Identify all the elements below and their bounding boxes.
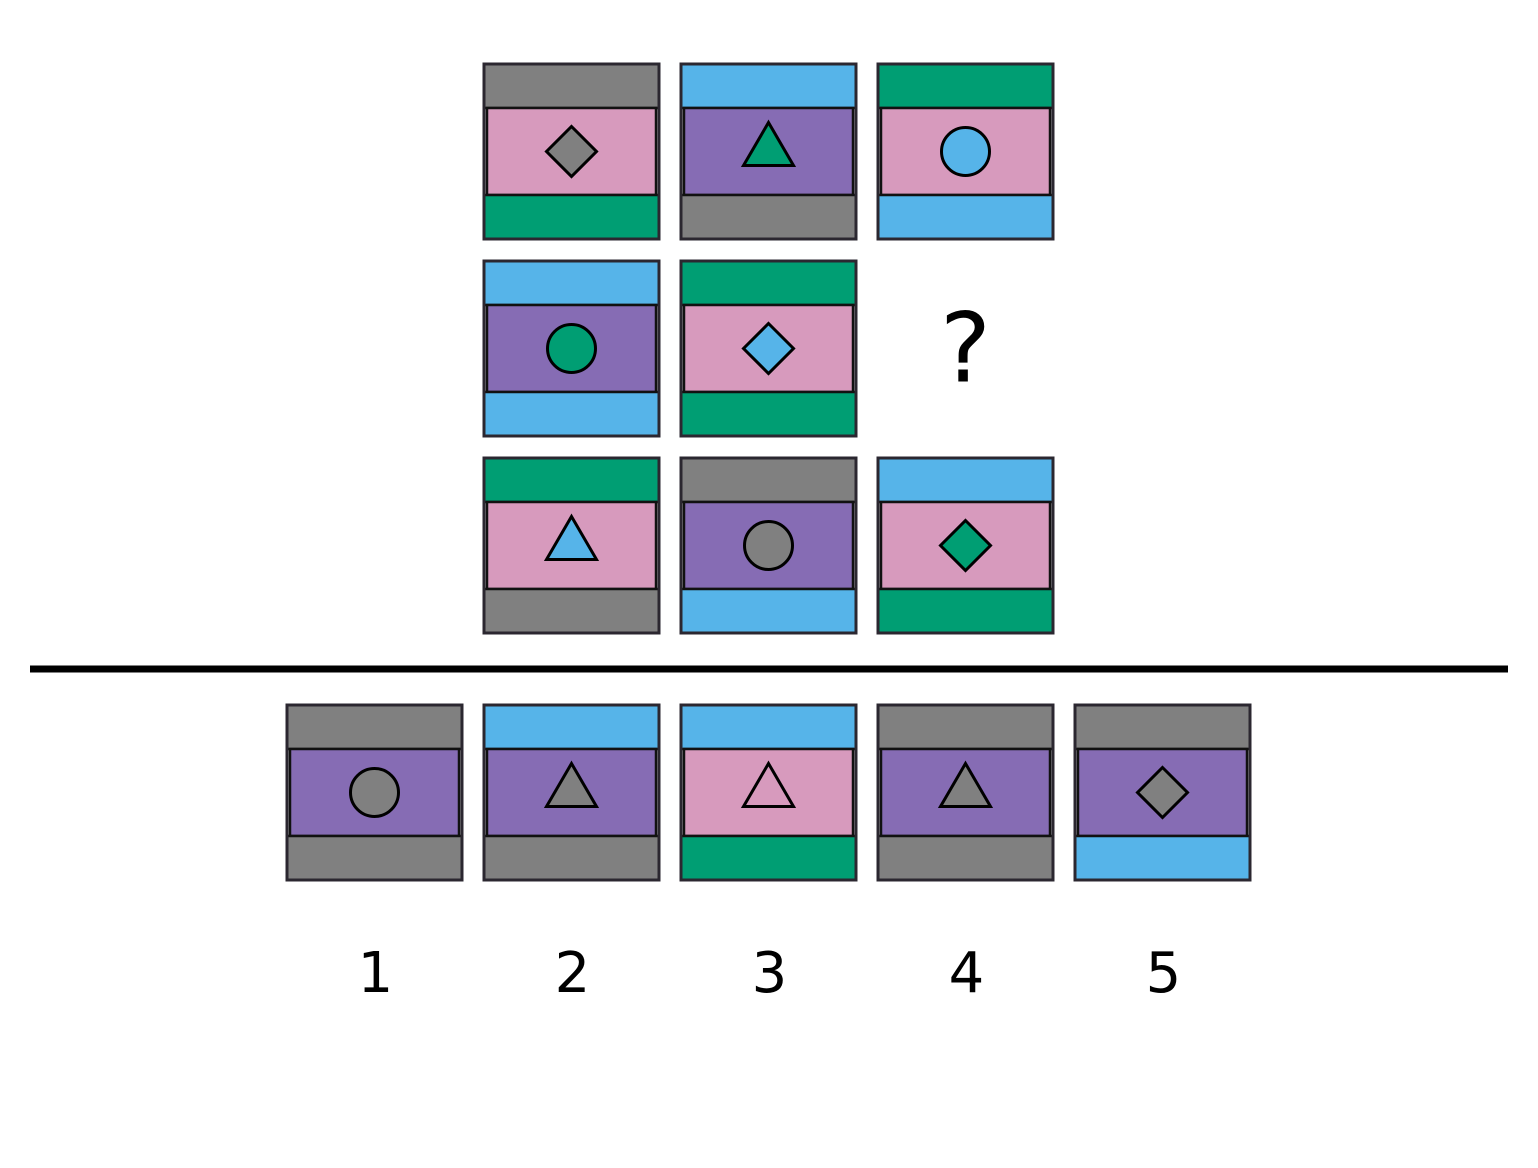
top-band <box>285 703 464 751</box>
answer-option-label-4: 4 <box>949 941 985 1006</box>
matrix-tile-r3-c2 <box>679 456 858 635</box>
bottom-band <box>285 834 464 882</box>
diamond-icon <box>544 124 599 179</box>
bottom-band <box>482 390 661 438</box>
top-band <box>876 703 1055 751</box>
bottom-band <box>1073 834 1252 882</box>
top-band <box>876 62 1055 110</box>
top-band <box>482 703 661 751</box>
bottom-band <box>482 587 661 635</box>
tile-frame <box>482 62 661 241</box>
answer-option-3[interactable] <box>679 703 858 882</box>
diamond-icon <box>741 321 796 376</box>
answer-option-5[interactable] <box>1073 703 1252 882</box>
tile-frame <box>679 259 858 438</box>
circle-icon <box>546 323 597 374</box>
matrix-tile-r3-c1 <box>482 456 661 635</box>
bottom-band <box>679 390 858 438</box>
matrix-tile-r1-c2 <box>679 62 858 241</box>
tile-frame <box>1073 703 1252 882</box>
tile-frame <box>482 259 661 438</box>
top-band <box>1073 703 1252 751</box>
tile-frame <box>876 456 1055 635</box>
circle-icon <box>349 767 400 818</box>
tile-frame <box>679 703 858 882</box>
matrix-tile-r1-c3 <box>876 62 1055 241</box>
triangle-icon <box>543 760 600 808</box>
tile-frame <box>482 456 661 635</box>
top-band <box>679 259 858 307</box>
top-band <box>679 703 858 751</box>
top-band <box>482 62 661 110</box>
tile-frame <box>679 62 858 241</box>
tile-frame <box>482 703 661 882</box>
top-band <box>876 456 1055 504</box>
bottom-band <box>482 193 661 241</box>
answer-options: 1 2 3 4 5 <box>285 703 1252 1006</box>
circle-icon <box>940 126 991 177</box>
bottom-band <box>679 587 858 635</box>
answer-option-4[interactable] <box>876 703 1055 882</box>
tile-frame <box>876 703 1055 882</box>
bottom-band <box>482 834 661 882</box>
bottom-band <box>679 834 858 882</box>
bottom-band <box>876 834 1055 882</box>
top-band <box>679 456 858 504</box>
triangle-icon <box>740 760 797 808</box>
triangle-icon <box>937 760 994 808</box>
answer-option-label-3: 3 <box>752 941 788 1006</box>
matrix-tile-r1-c1 <box>482 62 661 241</box>
missing-tile-question-mark: ? <box>940 293 991 405</box>
answer-option-2[interactable] <box>482 703 661 882</box>
matrix-tile-r2-c2 <box>679 259 858 438</box>
matrix-tile-r3-c3 <box>876 456 1055 635</box>
answer-option-label-5: 5 <box>1146 941 1182 1006</box>
bottom-band <box>876 193 1055 241</box>
diamond-icon <box>1135 765 1190 820</box>
circle-icon <box>743 520 794 571</box>
bottom-band <box>679 193 858 241</box>
triangle-icon <box>543 513 600 561</box>
top-band <box>482 259 661 307</box>
answer-option-label-2: 2 <box>555 941 591 1006</box>
answer-option-label-1: 1 <box>358 941 394 1006</box>
matrix-tile-r2-c1 <box>482 259 661 438</box>
matrix-grid: ? <box>482 62 1055 635</box>
tile-frame <box>285 703 464 882</box>
tile-frame <box>876 62 1055 241</box>
triangle-icon <box>740 119 797 167</box>
answer-option-1[interactable] <box>285 703 464 882</box>
bottom-band <box>876 587 1055 635</box>
tile-frame <box>679 456 858 635</box>
top-band <box>482 456 661 504</box>
top-band <box>679 62 858 110</box>
diamond-icon <box>938 518 993 573</box>
